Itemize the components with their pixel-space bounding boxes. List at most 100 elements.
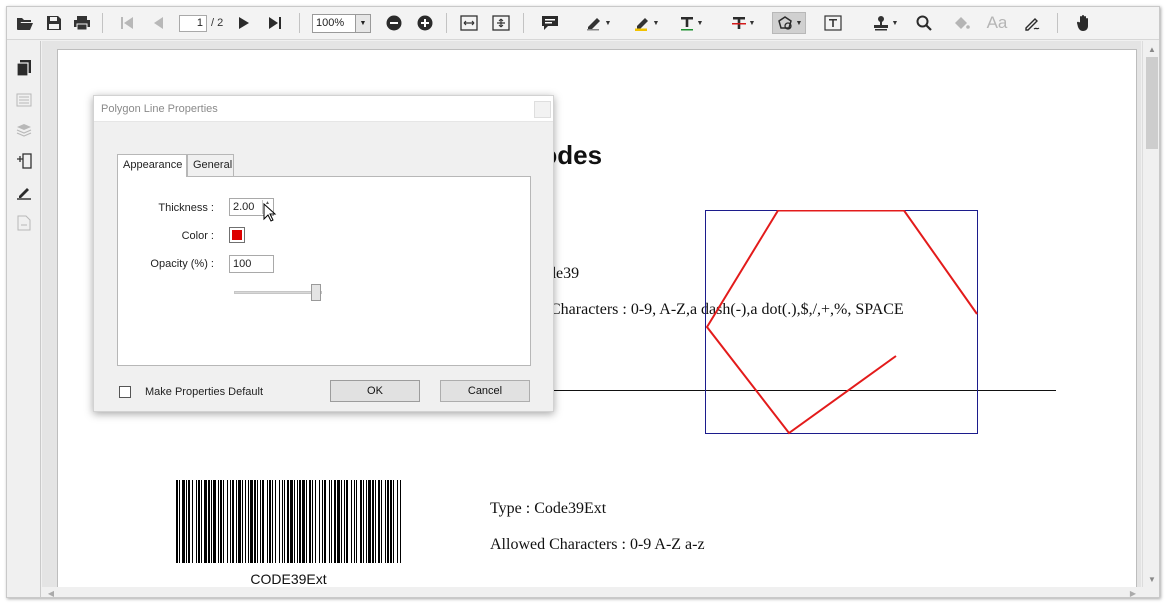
barcode-bar (354, 480, 355, 563)
page-blank-icon (15, 214, 33, 232)
pages-icon[interactable] (15, 59, 33, 77)
fit-page-icon[interactable] (491, 12, 511, 34)
barcode-bar (375, 480, 376, 563)
barcode-bar (346, 480, 348, 563)
barcode-bar (324, 480, 326, 563)
main-toolbar: 1 / 2 100% ▼ ▼ (7, 7, 1159, 40)
pan-hand-icon[interactable] (1073, 12, 1095, 34)
scroll-up-icon[interactable]: ▲ (1148, 44, 1156, 54)
barcode-bar (220, 480, 222, 563)
barcode-bar (182, 480, 185, 563)
strikethrough-icon[interactable]: ▼ (727, 12, 759, 34)
scroll-left-icon[interactable]: ◀ (47, 588, 55, 598)
tab-general[interactable]: General (187, 154, 234, 176)
dialog-title: Polygon Line Properties (101, 103, 218, 115)
toolbar-separator (102, 13, 103, 33)
row2-allowed-text: Allowed Characters : 0-9 A-Z a-z (490, 536, 705, 553)
bookmarks-icon (15, 91, 33, 109)
text-markup-icon[interactable]: ▼ (675, 12, 707, 34)
tab-appearance[interactable]: Appearance (117, 154, 187, 177)
open-folder-icon[interactable] (15, 12, 35, 34)
zoom-in-icon[interactable] (415, 12, 435, 34)
barcode-bar (250, 480, 253, 563)
barcode-bar (322, 480, 323, 563)
barcode-bar (344, 480, 345, 563)
barcode-bar (393, 480, 394, 563)
cancel-button[interactable]: Cancel (440, 380, 530, 402)
next-page-icon[interactable] (234, 12, 254, 34)
barcode-bar (397, 480, 398, 563)
first-page-icon[interactable] (117, 12, 137, 34)
color-label: Color : (181, 230, 214, 242)
print-icon[interactable] (72, 12, 92, 34)
row2-type-text: Type : Code39Ext (490, 500, 607, 517)
draw-pen-icon[interactable]: ▼ (582, 12, 614, 34)
page-number-input[interactable]: 1 (179, 15, 207, 32)
stamp-icon[interactable]: ▼ (869, 12, 901, 34)
dialog-titlebar[interactable]: Polygon Line Properties (94, 96, 553, 122)
barcode-bar (368, 480, 371, 563)
chevron-down-icon[interactable]: ▼ (355, 15, 370, 32)
shape-polygon-icon[interactable]: ▼ (772, 12, 806, 34)
toolbar-separator (299, 13, 300, 33)
polygon-line[interactable] (705, 210, 978, 435)
barcode-bar (299, 480, 301, 563)
opacity-slider[interactable] (234, 284, 322, 301)
barcode-bar (319, 480, 320, 563)
thickness-label: Thickness : (158, 202, 214, 214)
page-extract-icon[interactable] (15, 152, 33, 170)
save-icon[interactable] (44, 12, 64, 34)
polygon-annotation[interactable] (698, 210, 978, 446)
horizontal-scrollbar[interactable]: ◀ ▶ (42, 587, 1142, 598)
barcode-bar (223, 480, 224, 563)
vertical-scroll-thumb[interactable] (1146, 57, 1158, 149)
barcode-image (176, 480, 401, 563)
barcode-bar (254, 480, 256, 563)
barcode-caption: CODE39Ext (250, 571, 327, 587)
previous-page-icon[interactable] (148, 12, 168, 34)
color-picker-button[interactable] (229, 227, 245, 243)
barcode-bar (272, 480, 273, 563)
barcode-bar (381, 480, 382, 563)
comment-icon[interactable] (540, 12, 560, 34)
vertical-scrollbar[interactable]: ▲ ▼ (1142, 41, 1159, 587)
toolbar-separator (523, 13, 524, 33)
ok-button[interactable]: OK (330, 380, 420, 402)
barcode-bar (262, 480, 264, 563)
scroll-right-icon[interactable]: ▶ (1129, 588, 1137, 598)
opacity-input[interactable]: 100 (229, 255, 274, 273)
text-box-icon[interactable] (822, 12, 844, 34)
polygon-line-properties-dialog: Polygon Line Properties Appearance Gener… (93, 95, 554, 412)
fit-width-icon[interactable] (459, 12, 479, 34)
toolbar-separator (446, 13, 447, 33)
barcode-bar (306, 480, 307, 563)
row1-allowed-text: Characters : 0-9, A-Z,a dash(-),a dot(.)… (550, 301, 904, 318)
annotation-bounding-box[interactable] (705, 210, 978, 434)
barcode-bar (351, 480, 352, 563)
spin-up-icon[interactable]: ▲ (265, 200, 270, 206)
signature-icon[interactable] (1021, 12, 1043, 34)
barcode-bar (267, 480, 268, 563)
barcode-bar (204, 480, 207, 563)
barcode-bar (245, 480, 246, 563)
scroll-down-icon[interactable]: ▼ (1148, 574, 1156, 584)
mouse-cursor-icon (263, 203, 277, 222)
signature-pen-icon[interactable] (15, 183, 33, 201)
barcode-bar (242, 480, 243, 563)
barcode-bar (366, 480, 367, 563)
make-default-checkbox[interactable] (119, 386, 131, 398)
close-icon[interactable] (534, 101, 551, 118)
last-page-icon[interactable] (265, 12, 285, 34)
barcode-bar (329, 480, 330, 563)
zoom-out-icon[interactable] (384, 12, 404, 34)
zoom-select[interactable]: 100% ▼ (312, 14, 371, 33)
row1-type-text: de39 (548, 265, 580, 282)
search-icon[interactable] (913, 12, 935, 34)
thickness-stepper[interactable]: 2.00 ▲▼ (229, 198, 274, 216)
opacity-slider-thumb[interactable] (311, 284, 321, 301)
barcode-bar (341, 480, 342, 563)
barcode-bar (279, 480, 280, 563)
appearance-panel: Thickness : 2.00 ▲▼ Color : Opacity (%) … (117, 176, 531, 366)
barcode-bar (198, 480, 200, 563)
highlight-icon[interactable]: ▼ (630, 12, 662, 34)
